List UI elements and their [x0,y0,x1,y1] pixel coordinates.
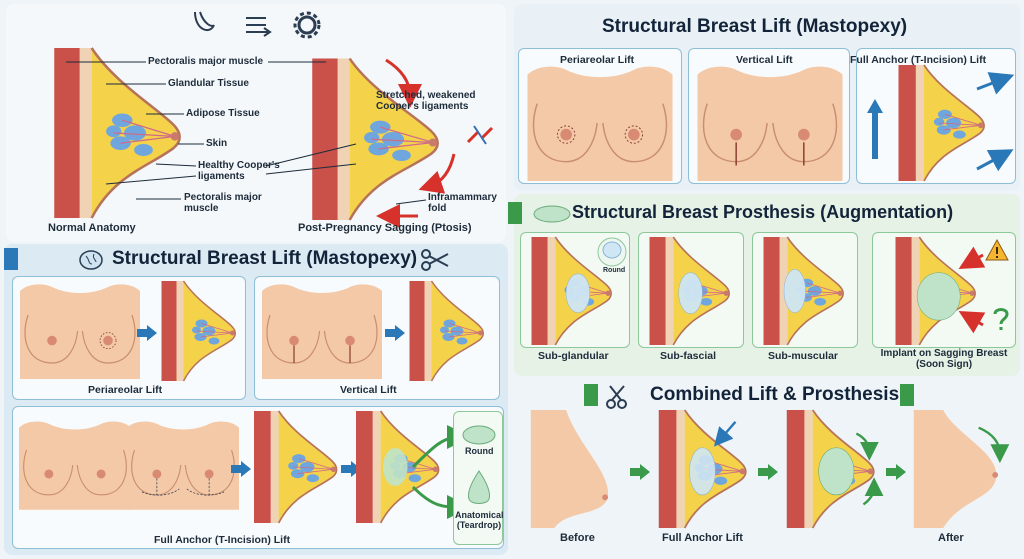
card-vertical-left [254,276,500,400]
arrow-right-icon [231,461,251,477]
right-lift-title: Structural Breast Lift (Mastopexy) [602,16,908,37]
title-ribbon-combined-right [900,384,914,406]
card-full-anchor-right [856,48,1016,184]
card-periareolar-right [518,48,682,184]
label-sub-glandular: Sub-glandular [538,350,609,362]
label-periareolar-right: Periareolar Lift [560,54,635,66]
right-lift-panel: Structural Breast Lift (Mastopexy) Peria… [514,4,1020,190]
implant-choice-arrows [411,425,471,519]
arrow-green-3 [886,464,906,480]
title-ribbon-combined-left [584,384,598,406]
front-breasts-illustration [261,283,383,380]
side-breast-sub-glandular [530,236,612,346]
scissors-icon [421,249,449,271]
side-breast-sagging-implant [894,236,976,346]
label-inframammary: Inframammary fold [428,192,497,214]
breast-outline-icon [194,11,215,32]
warning-icon [985,238,1009,261]
prosthesis-title: Structural Breast Prosthesis (Augmentati… [572,202,954,222]
card-sub-glandular: Round [520,232,630,348]
label-sub-muscular: Sub-muscular [768,350,839,362]
front-breasts-periareolar [526,65,674,182]
label-coopers-healthy: Healthy Cooper's ligaments [198,160,280,182]
label-sagging-implant: Implant on Sagging Breast (Soon Sign) [880,348,1008,370]
label-coopers-stretched: Stretched, weakened Cooper's ligaments [376,90,476,112]
side-breast-illustration [160,280,236,382]
side-breast-before [530,410,609,528]
side-breast-with-implant [355,410,440,524]
label-adipose: Adipose Tissue [186,108,260,119]
prosthesis-panel: Structural Breast Prosthesis (Augmentati… [508,194,1020,376]
brain-icon [79,250,103,270]
side-breast-illustration [408,280,484,382]
anatomy-panel: Pectoralis major muscle Glandular Tissue… [6,4,506,242]
implant-icon [533,205,571,223]
label-vertical-right: Vertical Lift [736,54,793,66]
left-lift-title: Structural Breast Lift (Mastopexy) [112,248,418,269]
label-before: Before [560,532,595,544]
side-breast-full-anchor-lift [657,409,747,529]
label-implant-round: Round [465,446,494,456]
gear-icon [293,11,321,39]
front-breasts-anchor-marked [126,420,240,511]
label-pectoralis-top: Pectoralis major muscle [148,56,264,67]
lines-arrow-icon [246,17,272,37]
side-breast-implant-lifted [785,409,884,529]
label-implant-anatomical: Anatomical (Teardrop) [455,510,504,530]
teardrop-implant-icon [468,470,490,504]
arrow-right-icon [137,325,157,341]
label-periareolar-left: Periareolar Lift [88,384,163,396]
title-ribbon-left [4,248,18,270]
label-sub-fascial: Sub-fascial [660,350,717,362]
combined-title: Combined Lift & Prosthesis [650,384,900,405]
side-breast-sub-muscular [762,236,844,346]
scissors-icon [606,385,627,409]
label-glandular: Glandular Tissue [168,78,249,89]
front-breasts-illustration [19,283,141,380]
label-full-anchor-right: Full Anchor (T-Incision) Lift [850,54,987,66]
round-implant-badge [597,237,627,267]
warning-arrows [958,246,986,334]
side-breast-sub-fascial [648,236,730,346]
round-implant-icon [462,425,496,445]
label-skin: Skin [206,138,228,149]
label-vertical-left: Vertical Lift [340,384,397,396]
caption-ptosis: Post-Pregnancy Sagging (Ptosis) [298,222,472,234]
card-vertical-right [688,48,850,184]
arrow-right-icon [341,461,361,477]
arrow-green-1 [630,464,650,480]
left-lift-panel: Structural Breast Lift (Mastopexy) Peria… [4,244,508,555]
card-sub-fascial [638,232,744,348]
label-after: After [938,532,964,544]
arrow-green-2 [758,464,778,480]
arrow-right-icon [385,325,405,341]
label-full-anchor-left: Full Anchor (T-Incision) Lift [154,534,291,546]
card-periareolar-left [12,276,246,400]
leader-lines [66,58,456,228]
card-full-anchor-left: Round Anatomical (Teardrop) [12,406,504,549]
side-breast-after [913,410,1010,528]
label-pectoralis-bottom: Pectoralis major muscle [184,192,262,214]
front-breasts-vertical [696,65,844,182]
torn-ligament-icon [466,125,494,145]
title-ribbon-green [508,202,522,224]
question-icon [993,308,1009,330]
card-sagging-implant [872,232,1016,348]
combined-panel: Combined Lift & Prosthesis Before Full A… [514,380,1020,555]
card-sub-muscular [752,232,858,348]
label-full-anchor-combined: Full Anchor Lift [662,532,743,544]
caption-normal-anatomy: Normal Anatomy [48,222,136,234]
label-round-tag: Round [603,267,626,274]
lift-arrows [976,72,1015,172]
arrow-up-icon [867,99,883,159]
